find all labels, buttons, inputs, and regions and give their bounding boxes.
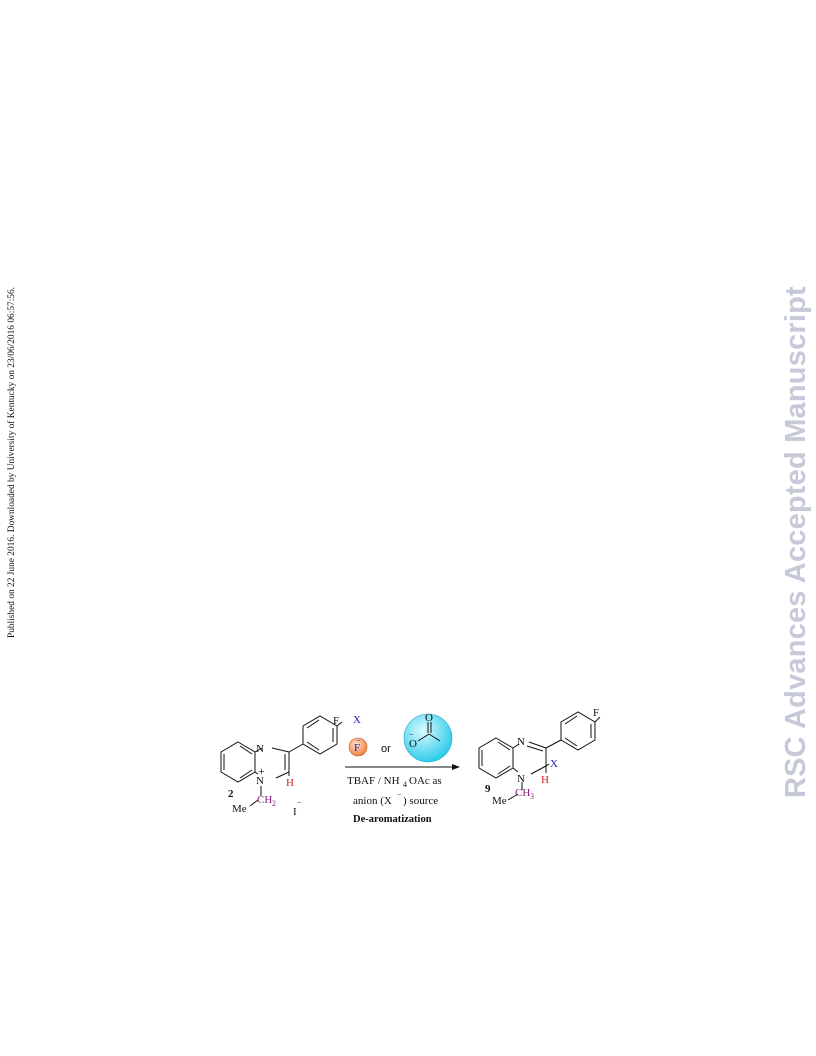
product-methyl-label: Me [492,795,507,807]
product-hydrogen: H [541,774,549,786]
compound-number-2: 2 [228,788,234,800]
svg-text:−: − [356,736,361,745]
or-label: or [381,743,391,755]
reactant-n-top: N [256,743,264,755]
svg-text:−: − [409,730,414,739]
reactant-n-plus: N [256,775,264,787]
product-n-bottom: N [517,773,525,785]
dearomatization-label: De-aromatization [353,814,432,825]
svg-text:F: F [354,742,360,754]
svg-text:TBAF / NH: TBAF / NH [347,775,400,787]
svg-text:anion (X: anion (X [353,795,392,807]
product-methyl: CH 3 [515,787,534,801]
reagent-condition-line-1: TBAF / NH 4 OAc as [347,775,442,789]
svg-text:O: O [409,738,417,750]
reactant-plus-charge: + [258,764,265,778]
svg-text:I: I [293,806,297,818]
svg-text:O: O [425,712,433,724]
svg-text:4: 4 [403,780,407,789]
product-n-top: N [517,736,525,748]
svg-text:CH: CH [515,787,530,799]
compound-number-9: 9 [485,783,491,795]
reactant-quinoxalinium [220,715,343,807]
fluoride-ion-ball: F − [348,736,368,757]
reactant-hydrogen: H [286,777,294,789]
product-dihydroquinoxaline [478,711,601,801]
acetate-ion-ball: O O − [403,712,453,763]
svg-text:CH: CH [257,794,272,806]
svg-text:3: 3 [530,792,534,801]
svg-text:−: − [297,798,302,807]
reagent-condition-line-2: anion (X − ) source [353,790,438,807]
svg-text:−: − [397,790,402,799]
reactant-fluorine: F [333,715,339,727]
product-fluorine: F [593,707,599,719]
reactant-methyl-label: Me [232,803,247,815]
reagent-x-label: X [353,714,361,726]
iodide-counterion: I − [293,798,302,818]
reactant-methylene: CH 2 [257,794,276,808]
svg-text:OAc as: OAc as [409,775,442,787]
svg-text:) source: ) source [403,795,438,807]
svg-text:2: 2 [272,799,276,808]
product-x-label: X [550,758,558,770]
